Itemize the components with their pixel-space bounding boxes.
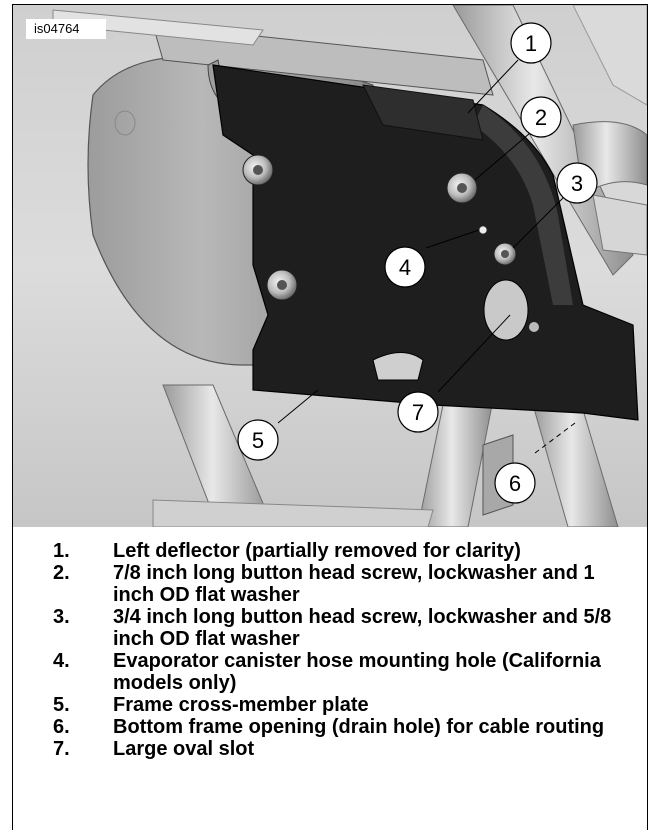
figure-frame <box>12 4 648 830</box>
legend-item: 3. 3/4 inch long button head screw, lock… <box>0 606 655 650</box>
figure-id-label: is04764 <box>26 19 106 39</box>
legend-text: Large oval slot <box>113 738 255 760</box>
legend-number: 2. <box>53 562 70 584</box>
figure-illustration: 1 2 3 4 5 6 7 <box>13 5 647 527</box>
legend-number: 5. <box>53 694 70 716</box>
callout-7: 7 <box>412 400 424 425</box>
legend-number: 1. <box>53 540 70 562</box>
legend-number: 4. <box>53 650 70 672</box>
legend-number: 6. <box>53 716 70 738</box>
legend-item: 1. Left deflector (partially removed for… <box>0 540 655 562</box>
callout-6: 6 <box>509 471 521 496</box>
frame-tubes <box>152 5 647 527</box>
leader-lines <box>277 59 576 454</box>
callout-1: 1 <box>525 31 537 56</box>
legend-item: 4. Evaporator canister hose mounting hol… <box>0 650 655 694</box>
legend-item: 5. Frame cross-member plate <box>0 694 655 716</box>
legend-list: 1. Left deflector (partially removed for… <box>0 540 655 760</box>
callouts: 1 2 3 4 5 6 7 <box>237 22 598 504</box>
legend-text: Evaporator canister hose mounting hole (… <box>113 650 601 694</box>
legend-text: 7/8 inch long button head screw, lockwas… <box>113 562 595 606</box>
legend-item: 7. Large oval slot <box>0 738 655 760</box>
callout-2: 2 <box>535 105 547 130</box>
legend-text: 3/4 inch long button head screw, lockwas… <box>113 606 612 650</box>
callout-5: 5 <box>252 428 264 453</box>
callout-4: 4 <box>399 255 411 280</box>
legend-text: Left deflector (partially removed for cl… <box>113 540 521 562</box>
legend-number: 7. <box>53 738 70 760</box>
large-oval-slot <box>483 279 529 341</box>
legend-item: 2. 7/8 inch long button head screw, lock… <box>0 562 655 606</box>
legend-text: Bottom frame opening (drain hole) for ca… <box>113 716 605 738</box>
callout-3: 3 <box>571 171 583 196</box>
legend-item: 6. Bottom frame opening (drain hole) for… <box>0 716 655 738</box>
screw-washers <box>242 154 517 301</box>
legend-number: 3. <box>53 606 70 628</box>
legend-text: Frame cross-member plate <box>113 694 369 716</box>
